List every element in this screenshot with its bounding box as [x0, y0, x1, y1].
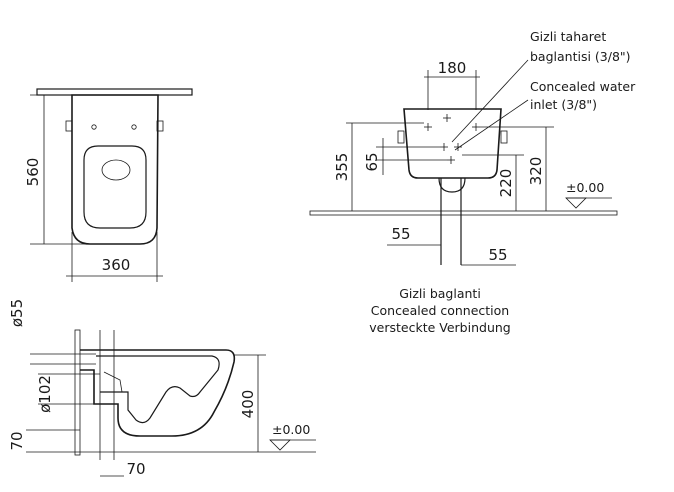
wall [74, 329, 81, 456]
water-inlet-label-tr-2: baglantisi (3/8") [530, 49, 631, 64]
fixing-tab-left [65, 120, 73, 132]
floor-line [309, 210, 618, 216]
dim-400: 400 [239, 390, 257, 419]
side-view: ø55 ø102 70 70 400 ±0.00 [8, 299, 316, 478]
dim-70-height: 70 [8, 431, 26, 450]
dim-65: 65 [363, 152, 381, 171]
bowl-outline [71, 94, 159, 245]
inlet-markers [424, 114, 480, 164]
water-inlet-label-en-1: Concealed water [530, 79, 636, 94]
drain-opening [101, 159, 131, 181]
dim-70-offset: 70 [126, 460, 145, 478]
dim-55-right: 55 [488, 246, 507, 264]
hinge-hole-left [91, 124, 97, 130]
dim-dia-55: ø55 [8, 299, 26, 327]
connection-label-1: Gizli baglanti [399, 286, 481, 301]
dim-dia-102: ø102 [36, 375, 54, 413]
connection-label-3: versteckte Verbindung [369, 320, 510, 335]
side-level-marker [269, 439, 291, 451]
bowl-opening [83, 145, 147, 229]
connection-label-2: Concealed connection [371, 303, 509, 318]
wall-plate [36, 88, 193, 96]
dim-560: 560 [24, 158, 42, 187]
side-bowl-profile [80, 349, 236, 437]
hinge-hole-right [131, 124, 137, 130]
dim-55-left: 55 [391, 225, 410, 243]
level-marker [565, 197, 587, 209]
dim-180: 180 [438, 59, 467, 77]
water-inlet-label-tr-1: Gizli taharet [530, 29, 606, 44]
front-zero-level: ±0.00 [566, 180, 604, 195]
fixing-tab-right [156, 120, 164, 132]
side-zero-level: ±0.00 [272, 422, 310, 437]
dim-220: 220 [497, 169, 515, 198]
front-body [403, 108, 502, 179]
dim-320: 320 [527, 157, 545, 186]
front-view: 180 355 65 220 320 ±0.00 55 55 Gizli tah… [309, 29, 636, 335]
dim-360: 360 [102, 256, 131, 274]
top-view: 560 360 [24, 88, 193, 282]
dim-355: 355 [333, 153, 351, 182]
water-inlet-label-en-2: inlet (3/8") [530, 97, 597, 112]
